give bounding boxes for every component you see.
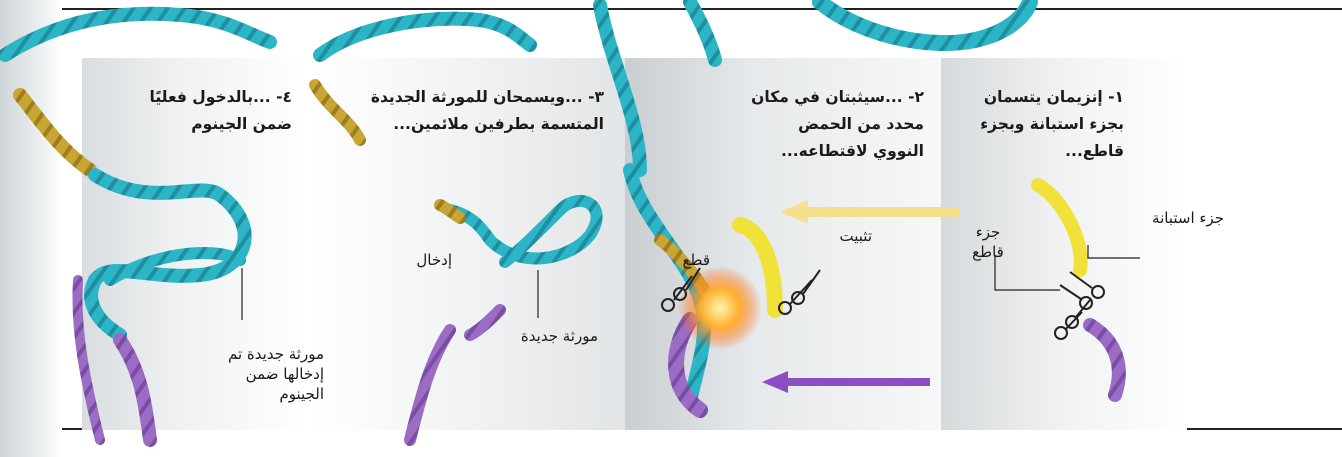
step-2-caption-line: النووي لاقتطاعه... xyxy=(734,138,924,165)
enzyme-purple xyxy=(1090,325,1119,395)
dna-strand xyxy=(820,2,1030,43)
dna-strand xyxy=(410,330,450,440)
dna-strand xyxy=(600,5,640,170)
label-inserted-gene-line: إدخالها ضمن xyxy=(208,364,324,384)
gene-segment xyxy=(20,95,90,170)
label-binding: تثبيت xyxy=(812,226,872,246)
label-inserted-gene: مورثة جديدة تم إدخالها ضمن الجينوم xyxy=(208,344,324,404)
label-cutting-part-line: جزء xyxy=(958,222,1018,242)
label-cutting-part: جزء قاطع xyxy=(958,222,1018,262)
step-4-caption: ٤- ...بالدخول فعليًا ضمن الجينوم xyxy=(96,84,292,138)
scissors-icon xyxy=(1055,300,1090,339)
step-2-caption: ٢- ...سيثبتان في مكان محدد من الحمض النو… xyxy=(734,84,924,165)
label-inserted-gene-line: مورثة جديدة تم xyxy=(208,344,324,364)
step-3-caption-line: المتسمة بطرفين ملائمين... xyxy=(328,111,604,138)
dna-strand xyxy=(690,2,715,60)
new-gene xyxy=(450,201,597,262)
scissors-icon xyxy=(779,270,820,314)
dna-strand xyxy=(5,14,270,55)
leader-line xyxy=(1088,245,1140,258)
purple-arrow-head xyxy=(762,371,788,393)
step-2-caption-line: ٢- ...سيثبتان في مكان xyxy=(734,84,924,111)
step-1-caption-line: ١- إنزيمان يتسمان xyxy=(946,84,1124,111)
label-new-gene: مورثة جديدة xyxy=(468,326,598,346)
scissors-icon xyxy=(1060,272,1104,309)
label-cutting-part-line: قاطع xyxy=(958,242,1018,262)
step-1-caption: ١- إنزيمان يتسمان بجزء استبانة وبجزء قاط… xyxy=(946,84,1124,165)
label-cut: قطع xyxy=(666,250,710,270)
step-2-caption-line: محدد من الحمض xyxy=(734,111,924,138)
dna-strand xyxy=(120,340,150,440)
step-1-caption-line: بجزء استبانة وبجزء xyxy=(946,111,1124,138)
label-inserted-gene-line: الجينوم xyxy=(208,384,324,404)
step-3-caption: ٣- ...ويسمحان للمورثة الجديدة المتسمة بط… xyxy=(328,84,604,138)
step-4-caption-line: ٤- ...بالدخول فعليًا xyxy=(96,84,292,111)
step-1-caption-line: قاطع... xyxy=(946,138,1124,165)
step-3-caption-line: ٣- ...ويسمحان للمورثة الجديدة xyxy=(328,84,604,111)
step-4-caption-line: ضمن الجينوم xyxy=(96,111,292,138)
label-insertion: إدخال xyxy=(390,250,452,270)
binding-arrow-head xyxy=(780,200,808,224)
dna-strand xyxy=(320,19,530,55)
enzyme-yellow xyxy=(1038,185,1081,270)
label-recognition-part: جزء استبانة xyxy=(1124,208,1224,228)
